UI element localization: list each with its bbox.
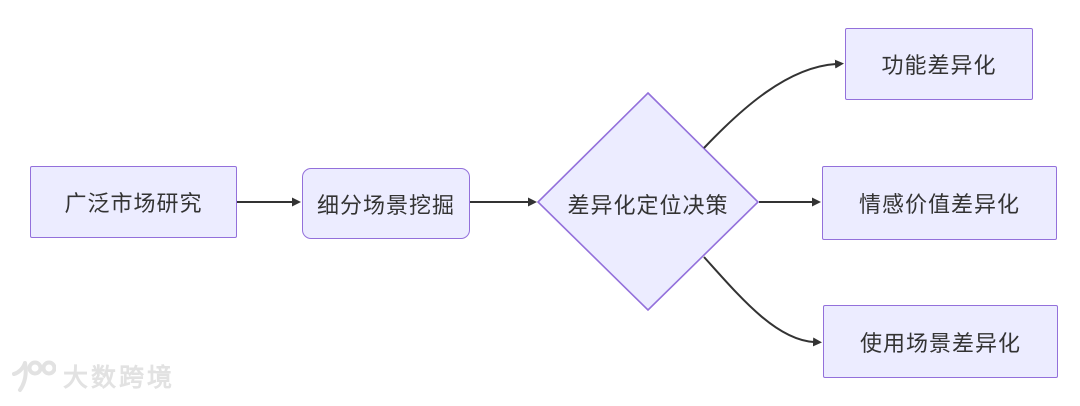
node-label: 使用场景差异化 — [859, 330, 1021, 356]
edge-decision-to-functional — [703, 59, 844, 149]
node-emotional-value-differentiation: 情感价值差异化 — [822, 166, 1057, 240]
watermark: 大数跨境 — [10, 358, 175, 394]
watermark-text: 大数跨境 — [63, 364, 176, 392]
node-usage-scenario-differentiation: 使用场景差异化 — [823, 305, 1058, 378]
node-broad-market-research: 广泛市场研究 — [30, 166, 237, 238]
node-functional-differentiation: 功能差异化 — [845, 28, 1033, 100]
node-label: 广泛市场研究 — [64, 191, 203, 216]
watermark-100-logo-icon — [12, 360, 56, 392]
node-label: 情感价值差异化 — [858, 192, 1020, 217]
edge-decision-to-usage — [703, 256, 822, 347]
decision-diamond-shape — [536, 91, 760, 312]
node-segment-scenario-mining: 细分场景挖掘 — [302, 168, 470, 239]
node-label: 功能差异化 — [881, 53, 997, 78]
node-label: 细分场景挖掘 — [316, 192, 455, 218]
node-differentiation-decision: 差异化定位决策 — [567, 193, 729, 218]
